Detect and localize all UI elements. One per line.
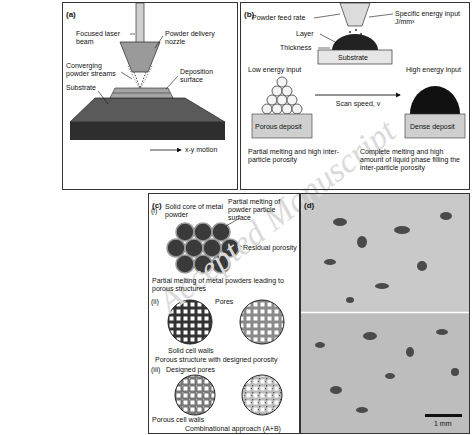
micrograph	[300, 193, 470, 434]
dense-melt	[410, 86, 460, 114]
scale-bar	[425, 414, 462, 417]
powder-dot	[349, 31, 351, 33]
substrate	[318, 50, 392, 64]
part-label: Solid cell walls	[168, 347, 248, 355]
part-label: (i)	[151, 207, 157, 215]
scan-arrow	[315, 95, 400, 96]
deposit-layer	[332, 34, 378, 50]
porous-block	[252, 114, 312, 138]
leader-line	[369, 14, 393, 17]
leader-line	[318, 48, 330, 49]
part-label: Partial melting of metal powders leading…	[152, 277, 297, 293]
nozzle	[120, 42, 160, 72]
part-label: Pores	[215, 298, 233, 306]
micrograph-top	[300, 193, 470, 312]
combined-disc	[242, 375, 282, 415]
part-label: Substrate	[338, 54, 368, 62]
powder-stream	[128, 66, 139, 88]
motion-arrow	[150, 150, 181, 151]
part-label: Specific energy input J/mm³	[395, 10, 467, 26]
part-label: Combinational approach (A+B)	[185, 425, 300, 433]
part-label: Porous structure with designed porosity	[155, 356, 300, 364]
micrograph-bottom	[300, 313, 470, 434]
part-label: Designed pores	[166, 366, 236, 374]
laser-beam	[136, 3, 144, 43]
part-label: Porous cell walls	[152, 416, 222, 424]
part-label: Powder feed rate	[252, 14, 314, 22]
panel-letter: (d)	[301, 199, 314, 210]
substrate-top	[70, 98, 225, 122]
leader-line	[155, 36, 163, 48]
part-label: Deposition surface	[180, 68, 232, 84]
part-label: Partial melting of powder particle surfa…	[228, 198, 298, 222]
part-label: High energy input	[406, 66, 468, 74]
substrate-front	[70, 122, 225, 140]
part-label: Partial melting and high inter-particle …	[248, 148, 350, 164]
divider	[300, 312, 470, 314]
leader-line	[121, 72, 132, 79]
part-label: Powder delivery nozzle	[165, 30, 225, 46]
part-label: 1 mm	[434, 420, 452, 428]
panel-frame: (d)	[300, 193, 470, 434]
dense-block	[405, 114, 465, 138]
powder-particles	[262, 77, 302, 114]
panel-frame: (c)	[148, 193, 300, 434]
powder-dot	[355, 29, 357, 31]
part-label: (ii)	[151, 298, 159, 306]
panel-letter: (a)	[63, 8, 76, 19]
part-label: Converging powder streams	[66, 62, 122, 78]
part-label: Complete melting and high amount of liqu…	[360, 148, 468, 172]
part-label: Dense deposit	[410, 123, 464, 131]
leader-line	[166, 76, 178, 89]
leader-line	[98, 91, 108, 104]
part-label: x-y motion	[185, 146, 217, 154]
part-label: Residual porosity	[243, 244, 297, 252]
part-label: Layer	[296, 30, 314, 38]
leader-line	[320, 34, 337, 43]
part-label: Low energy input	[248, 66, 312, 74]
part-label: (iii)	[151, 366, 160, 374]
deposit-layer	[113, 93, 170, 94]
powder-stream	[141, 66, 152, 88]
nozzle	[340, 3, 370, 26]
part-label: Focused laser beam	[76, 30, 132, 46]
leader-line	[314, 14, 340, 18]
pores	[315, 212, 459, 413]
part-label: Thickness	[280, 44, 312, 52]
part-label: Solid core of metal powder	[165, 203, 223, 219]
designed-pores-disc	[240, 300, 284, 344]
leader-line	[130, 34, 135, 35]
part-label: Scan speed, v	[322, 100, 394, 108]
part-label: Porous deposit	[255, 123, 311, 131]
deposit-track	[110, 88, 173, 98]
part-label: Substrate	[66, 84, 96, 92]
porous-walls-disc	[175, 375, 215, 415]
